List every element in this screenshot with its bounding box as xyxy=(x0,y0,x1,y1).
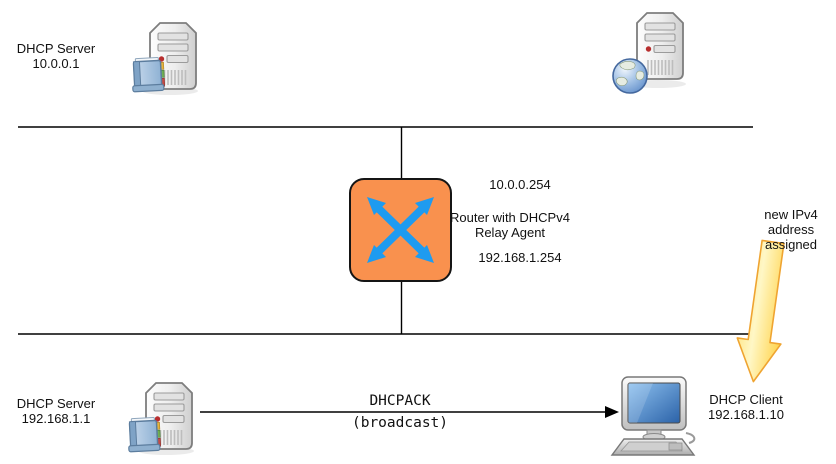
server-tower-with-book-icon xyxy=(126,380,198,461)
crossed-arrows-icon xyxy=(367,197,434,263)
message-label: DHCPACK xyxy=(369,393,431,409)
dhcp-server-bottom-label: DHCP Server 192.168.1.1 xyxy=(0,396,112,426)
server-tower-with-globe-icon xyxy=(610,8,690,103)
new-address-callout-arrow xyxy=(736,239,785,383)
dhcp-server-top-label: DHCP Server 10.0.0.1 xyxy=(0,41,112,71)
router-lower-address: 192.168.1.254 xyxy=(478,250,562,265)
node-address: 192.168.1.1 xyxy=(21,411,91,426)
node-address: 10.0.0.1 xyxy=(32,56,80,71)
node-name: DHCP Client xyxy=(709,392,783,407)
message-sublabel: (broadcast) xyxy=(351,415,449,431)
router-upper-address: 10.0.0.254 xyxy=(489,177,551,192)
router-label: Router with DHCPv4 Relay Agent xyxy=(450,210,570,240)
node-name: DHCP Server xyxy=(16,41,96,56)
new-address-annotation: new IPv4 address assigned xyxy=(764,207,818,252)
desktop-computer-icon xyxy=(606,376,698,464)
node-name: DHCP Server xyxy=(16,396,96,411)
dhcp-client-label: DHCP Client 192.168.1.10 xyxy=(700,392,792,422)
globe-icon xyxy=(612,58,648,94)
dhcpack-arrow xyxy=(200,406,619,418)
router-node xyxy=(349,178,452,282)
node-address: 192.168.1.10 xyxy=(708,407,784,422)
server-tower-with-book-icon xyxy=(130,20,202,101)
